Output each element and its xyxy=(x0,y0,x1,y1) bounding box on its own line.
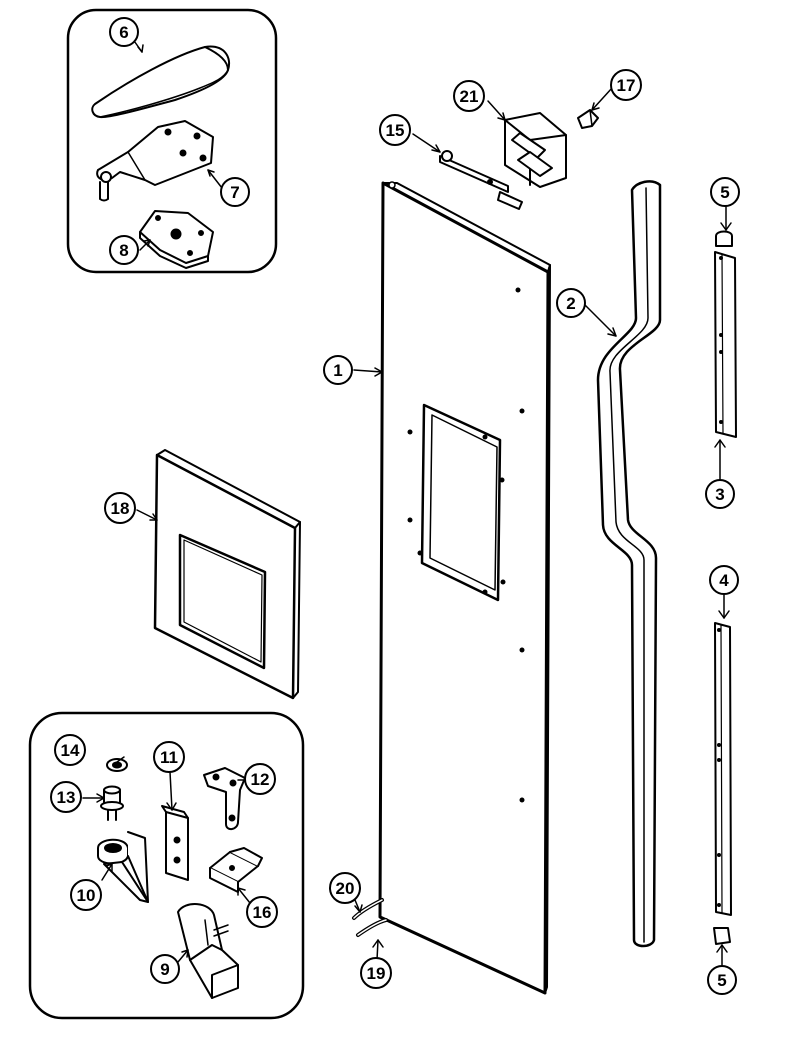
callout-2: 2 xyxy=(556,288,586,318)
dispenser-parts-inset-frame xyxy=(28,711,305,1020)
part-9-dispenser-lever xyxy=(177,903,239,999)
svg-text:18: 18 xyxy=(111,499,130,518)
svg-text:2: 2 xyxy=(566,294,575,313)
svg-text:13: 13 xyxy=(57,788,76,807)
svg-text:15: 15 xyxy=(386,121,405,140)
callout-5-top: 5 xyxy=(710,177,740,207)
part-3-upper-trim xyxy=(714,251,737,438)
svg-text:11: 11 xyxy=(160,748,178,767)
svg-text:20: 20 xyxy=(336,879,355,898)
callout-21: 21 xyxy=(453,80,485,112)
part-4-lower-trim xyxy=(714,622,732,916)
part-20-tube xyxy=(352,898,384,920)
hinge-inset-frame xyxy=(66,8,278,274)
svg-text:16: 16 xyxy=(253,903,272,922)
svg-text:3: 3 xyxy=(715,485,724,504)
leader-lines xyxy=(82,37,732,966)
svg-text:12: 12 xyxy=(251,770,270,789)
callout-19: 19 xyxy=(360,957,392,989)
part-7-upper-hinge xyxy=(96,120,214,202)
callout-13: 13 xyxy=(50,781,82,813)
part-5-end-cap-top xyxy=(715,230,733,247)
part-8-lower-hinge xyxy=(139,210,214,269)
callout-1: 1 xyxy=(323,355,353,385)
svg-text:17: 17 xyxy=(617,76,636,95)
svg-text:1: 1 xyxy=(333,361,342,380)
callout-3: 3 xyxy=(705,479,735,509)
callout-6: 6 xyxy=(109,17,139,47)
svg-text:6: 6 xyxy=(119,23,128,42)
callout-5-bottom: 5 xyxy=(707,965,737,995)
part-18-dispenser-frame xyxy=(153,449,301,700)
svg-text:5: 5 xyxy=(720,183,729,202)
svg-text:14: 14 xyxy=(61,741,80,760)
part-1-door-panel xyxy=(378,181,551,995)
svg-text:8: 8 xyxy=(119,241,128,260)
callout-12: 12 xyxy=(244,763,276,795)
svg-text:9: 9 xyxy=(160,960,169,979)
callout-16: 16 xyxy=(246,896,278,928)
part-15-hinge-pin-bracket xyxy=(439,150,523,210)
svg-text:10: 10 xyxy=(77,886,96,905)
part-21-hinge-cap xyxy=(504,112,567,188)
svg-text:21: 21 xyxy=(460,87,479,106)
callout-11: 11 xyxy=(153,741,185,773)
part-17-clip xyxy=(577,109,599,129)
svg-text:4: 4 xyxy=(719,571,729,590)
svg-text:5: 5 xyxy=(717,971,726,990)
part-14-washer xyxy=(106,758,128,772)
callout-4: 4 xyxy=(709,565,739,595)
callout-17: 17 xyxy=(610,69,642,101)
part-19-tube xyxy=(356,918,388,937)
callout-15: 15 xyxy=(379,114,411,146)
part-5-end-cap-bottom xyxy=(713,927,731,945)
part-2-door-handle xyxy=(596,180,662,948)
part-10-lever-arm xyxy=(97,831,149,903)
part-11-bracket xyxy=(161,805,189,881)
svg-text:19: 19 xyxy=(367,964,386,983)
callout-10: 10 xyxy=(70,879,102,911)
callout-8: 8 xyxy=(109,235,139,265)
part-12-link-plate xyxy=(203,767,246,830)
callout-14: 14 xyxy=(54,734,86,766)
svg-text:7: 7 xyxy=(230,183,239,202)
callout-20: 20 xyxy=(329,872,361,904)
callout-18: 18 xyxy=(104,492,136,524)
part-16-clip-bracket xyxy=(209,847,263,893)
part-13-bushing xyxy=(100,785,124,821)
part-6-hinge-cover xyxy=(91,45,230,119)
callout-7: 7 xyxy=(220,177,250,207)
callout-9: 9 xyxy=(150,954,180,984)
